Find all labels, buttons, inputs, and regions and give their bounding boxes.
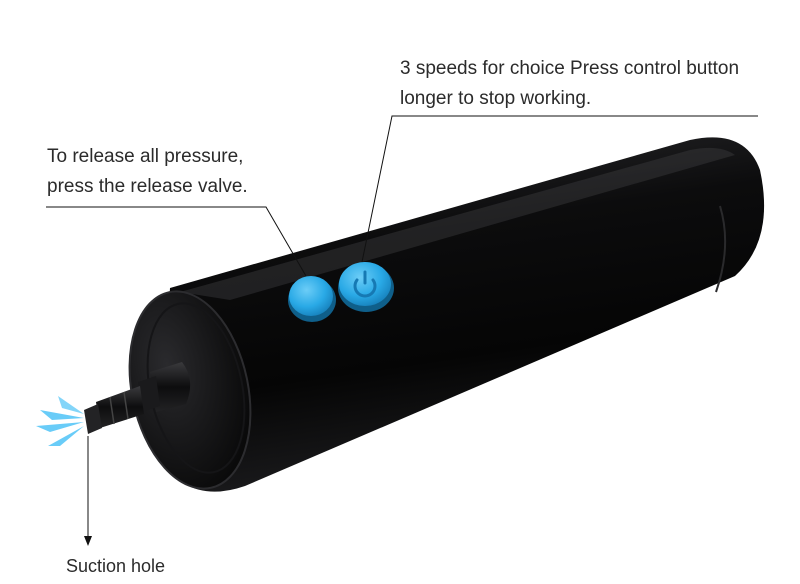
release-leader-line	[46, 206, 307, 277]
speed-annotation-line1: 3 speeds for choice Press control button	[400, 58, 740, 79]
control-button[interactable]	[338, 262, 394, 312]
release-annotation-line1: To release all pressure,	[47, 146, 244, 167]
power-icon	[353, 270, 377, 298]
suction-annotation: Suction hole	[66, 556, 166, 576]
speed-leader-line	[361, 115, 758, 263]
pump-body	[160, 137, 765, 492]
release-annotation-line2: press the release valve.	[47, 176, 248, 197]
release-annotation: To release all pressure, press the relea…	[47, 142, 248, 202]
leader-lines	[46, 115, 758, 538]
suction-arrow	[84, 536, 92, 546]
air-spray	[36, 396, 84, 446]
suction-nozzle	[84, 362, 191, 434]
speed-annotation-line2: longer to stop working.	[400, 88, 592, 109]
release-valve-button[interactable]	[288, 276, 336, 322]
speed-annotation: 3 speeds for choice Press control button…	[400, 54, 739, 114]
